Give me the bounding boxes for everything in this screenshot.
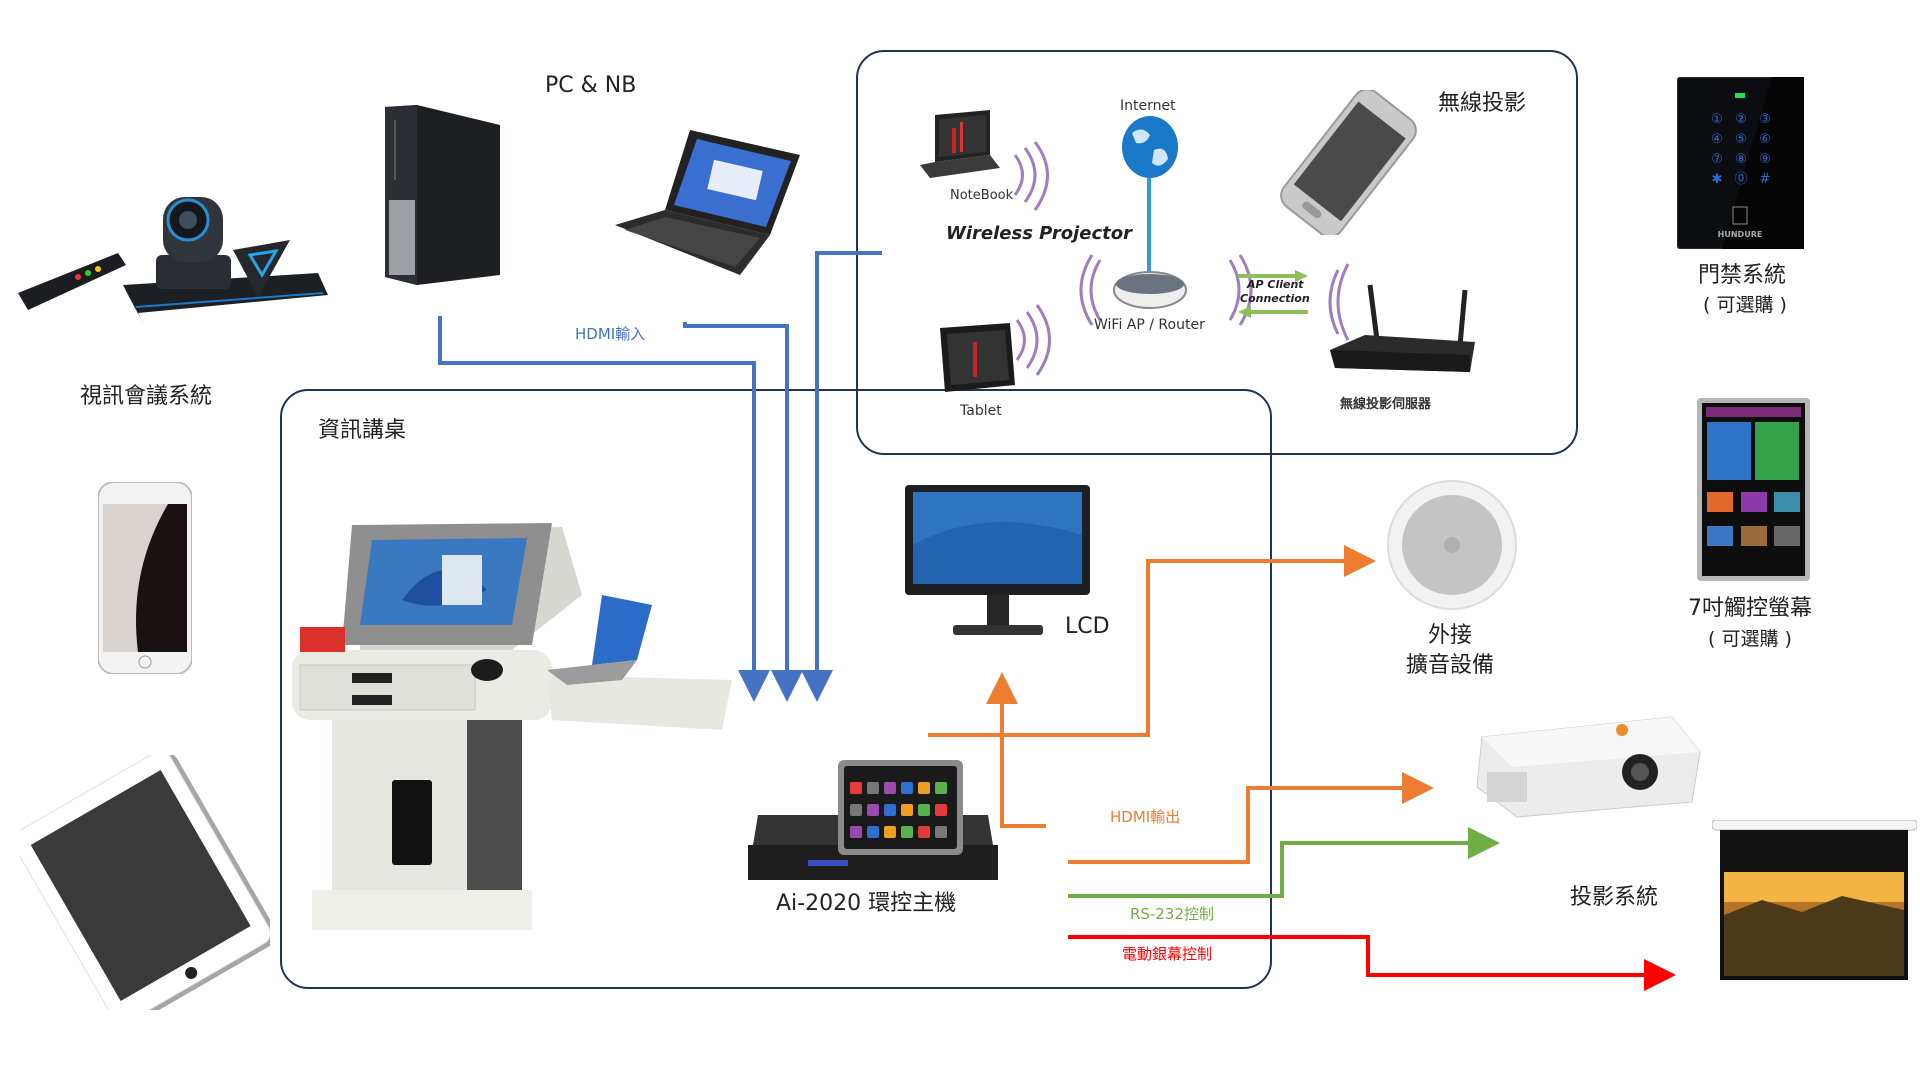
controller-panel-button	[884, 826, 896, 838]
wireless-projector-caption: Wireless Projector	[946, 223, 1132, 244]
lectern-title: 資訊講桌	[318, 418, 407, 443]
ceiling-speaker-icon	[1385, 478, 1520, 613]
controller-panel-button	[918, 804, 930, 816]
controller-panel-button	[918, 826, 930, 838]
ap-client-caption-1: AP Client	[1247, 278, 1304, 291]
touch-panel-icon	[1697, 398, 1810, 581]
touch-panel-label-line1: 7吋觸控螢幕	[1688, 596, 1812, 621]
hdmi-out-line	[1068, 772, 1434, 864]
audio-label-line1: 外接	[1428, 623, 1473, 648]
rs232-line	[1068, 827, 1500, 898]
audio-label-line2: 擴音設備	[1406, 653, 1495, 678]
controller-panel-button	[901, 804, 913, 816]
keypad-key: ④	[1711, 132, 1723, 147]
laptop-icon	[615, 125, 805, 280]
controller-panel-button	[867, 782, 879, 794]
audio-line	[928, 545, 1376, 737]
keypad-key: ③	[1759, 112, 1771, 127]
controller-panel-button	[850, 782, 862, 794]
wifi-router-icon	[1110, 268, 1190, 310]
controller-panel-button	[850, 804, 862, 816]
wireless-projection-title: 無線投影	[1438, 91, 1527, 116]
notebook-caption: NoteBook	[950, 188, 1014, 203]
keypad-key: ⑥	[1759, 132, 1771, 147]
projection-screen-icon	[1711, 819, 1918, 985]
keypad-key: ⑦	[1711, 152, 1723, 167]
hdmi-out-label: HDMI輸出	[1110, 808, 1181, 826]
keypad-key: ⓪	[1734, 172, 1747, 187]
internet-link-line	[1147, 178, 1151, 278]
keypad-key: ✱	[1712, 172, 1723, 187]
projector-icon	[1472, 712, 1702, 827]
tablet-caption: Tablet	[960, 403, 1002, 419]
ap-client-arrows-icon	[1238, 270, 1308, 318]
keypad-key: ①	[1711, 112, 1723, 127]
keypad-key: ⑧	[1735, 152, 1747, 167]
controller-panel-button	[935, 804, 947, 816]
internet-globe-icon	[1120, 115, 1180, 180]
smartphone-icon	[97, 481, 193, 675]
keypad-key: ⑨	[1759, 152, 1771, 167]
wifi-waves-router-icon	[1079, 254, 1253, 326]
controller-panel-button	[884, 804, 896, 816]
tablet-icon	[12, 750, 278, 1025]
controller-label: Ai-2020 環控主機	[776, 891, 957, 916]
wifi-waves-notebook-icon	[1013, 141, 1049, 211]
ap-client-caption-2: Connection	[1240, 292, 1310, 305]
hdmi-in-line-nb	[683, 322, 803, 702]
controller-panel-button	[935, 782, 947, 794]
lectern-icon	[292, 505, 732, 945]
internet-caption: Internet	[1120, 98, 1176, 114]
wireless-server-icon	[1325, 280, 1475, 380]
lectern-group	[280, 389, 1272, 989]
wifi-waves-server-icon	[1328, 263, 1350, 341]
lcd-monitor-icon	[905, 485, 1090, 640]
controller-panel-button	[901, 782, 913, 794]
wifi-waves-tablet-icon	[1015, 304, 1051, 376]
ai2020-controller-icon	[748, 760, 998, 880]
controller-panel-button	[867, 804, 879, 816]
controller-panel-button	[850, 826, 862, 838]
video-conference-device-icon	[18, 165, 328, 345]
keypad-key: #	[1760, 172, 1771, 187]
rs232-label: RS-232控制	[1130, 905, 1214, 923]
lcd-label: LCD	[1065, 614, 1110, 639]
keypad-brand-text: HUNDURE	[1718, 230, 1763, 239]
hdmi-in-line-pc	[438, 316, 770, 702]
controller-panel-button	[935, 826, 947, 838]
projection-label: 投影系統	[1570, 885, 1659, 910]
touch-panel-label-line2: ( 可選購 )	[1708, 628, 1792, 650]
controller-panel-button	[884, 782, 896, 794]
notebook-small-icon	[920, 110, 1020, 185]
keypad-key: ⑤	[1735, 132, 1747, 147]
desktop-pc-icon	[385, 105, 503, 285]
keypad-key: ②	[1735, 112, 1747, 127]
screen-ctrl-line	[1068, 935, 1676, 991]
access-label-line2: ( 可選購 )	[1703, 294, 1787, 316]
server-caption: 無線投影伺服器	[1340, 397, 1432, 412]
router-caption: WiFi AP / Router	[1094, 317, 1205, 333]
pc-nb-label: PC & NB	[545, 73, 637, 98]
video-conference-label: 視訊會議系統	[80, 384, 213, 409]
screen-ctrl-label: 電動銀幕控制	[1122, 945, 1213, 963]
controller-panel-button	[867, 826, 879, 838]
lcd-line	[986, 672, 1046, 828]
hdmi-in-line-wireless	[801, 251, 882, 702]
tablet-small-icon	[935, 320, 1020, 395]
wireless-dongle-icon	[1268, 88, 1428, 238]
access-label-line1: 門禁系統	[1698, 263, 1787, 288]
controller-panel-button	[918, 782, 930, 794]
hdmi-in-label: HDMI輸入	[575, 325, 646, 343]
controller-panel-button	[901, 826, 913, 838]
